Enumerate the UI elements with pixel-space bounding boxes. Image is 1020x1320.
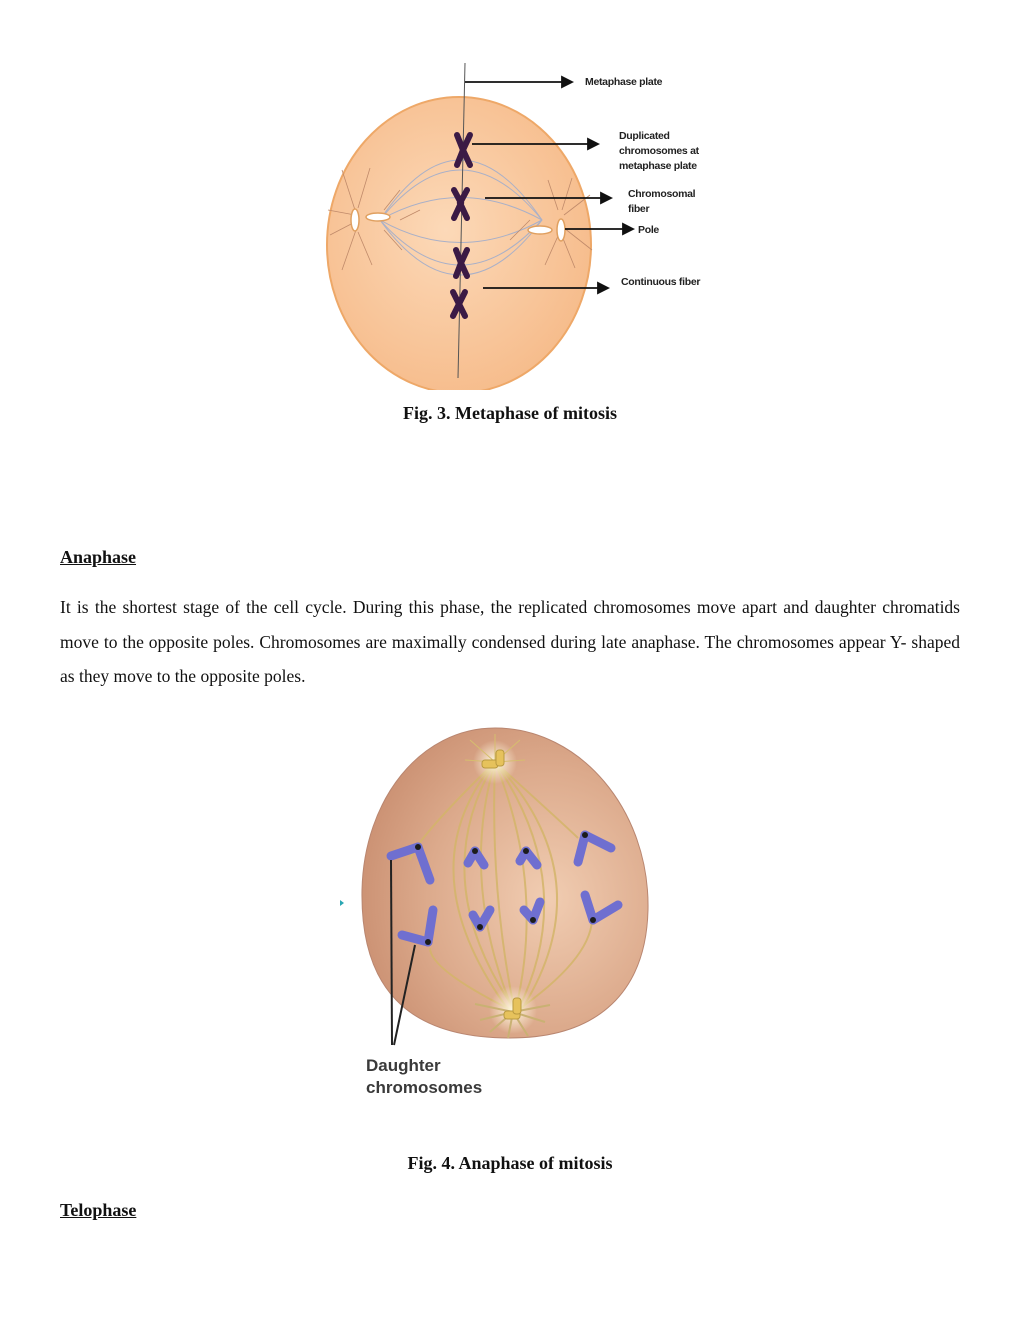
anaphase-paragraph: It is the shortest stage of the cell cyc… xyxy=(60,597,960,686)
label-metaphase-plate: Metaphase plate xyxy=(585,76,663,88)
chromosome-icon xyxy=(386,842,435,885)
label-pole: Pole xyxy=(638,224,659,236)
anaphase-diagram: Daughter chromosomes xyxy=(361,727,649,1097)
chromosome-icon xyxy=(397,905,438,947)
telophase-heading: Telophase xyxy=(60,1200,137,1220)
label-continuous-fiber: Continuous fiber xyxy=(621,276,700,288)
chromosome-icon xyxy=(450,289,468,319)
label-arrows xyxy=(465,75,636,295)
pole-left xyxy=(350,208,391,232)
figure-4-caption: Fig. 4. Anaphase of mitosis xyxy=(407,1153,613,1173)
centromeres xyxy=(415,832,596,945)
anaphase-heading: Anaphase xyxy=(60,547,137,567)
label-chromosomal-2: fiber xyxy=(628,203,649,215)
label-duplicated-1: Duplicated xyxy=(619,130,670,142)
metaphase-plate-line xyxy=(457,62,466,379)
chromosome-icon xyxy=(451,187,470,221)
label-pointer-lines xyxy=(390,859,416,1046)
label-daughter-1: Daughter xyxy=(366,1056,441,1075)
label-duplicated-2: chromosomes at xyxy=(619,145,700,157)
chromosome-icon xyxy=(573,830,616,867)
chromosomes xyxy=(450,132,473,319)
chromosome-icon xyxy=(580,890,623,925)
metaphase-diagram: Metaphase plate Duplicated chromosomes a… xyxy=(326,62,701,390)
pole-bottom xyxy=(474,986,551,1039)
cell xyxy=(361,727,649,1039)
aster-rays xyxy=(327,167,593,271)
stray-marker xyxy=(340,900,344,906)
cell xyxy=(326,96,592,390)
figure-3-caption: Fig. 3. Metaphase of mitosis xyxy=(403,403,617,423)
label-chromosomal-1: Chromosomal xyxy=(628,188,696,200)
pole-right xyxy=(527,218,566,242)
chromosome-icon xyxy=(453,247,470,279)
label-daughter-2: chromosomes xyxy=(366,1078,482,1097)
pole-top xyxy=(464,734,526,784)
chromosome-icon xyxy=(454,132,473,168)
label-duplicated-3: metaphase plate xyxy=(619,160,697,172)
